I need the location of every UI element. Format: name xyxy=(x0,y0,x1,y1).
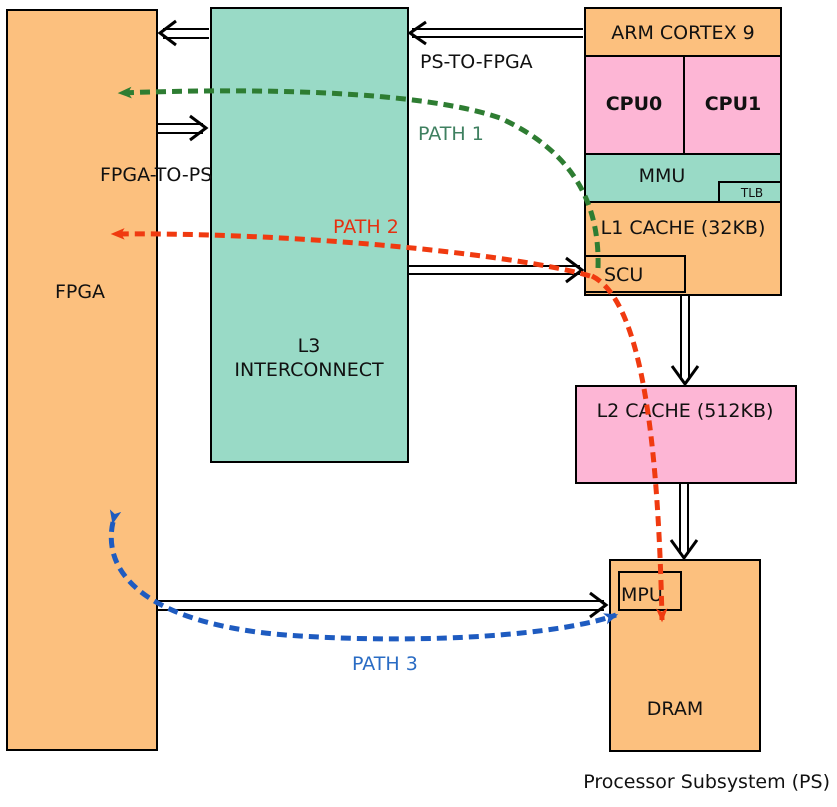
ps-to-fpga-arrow xyxy=(407,20,583,46)
mpu-block xyxy=(618,571,682,611)
l3-label: L3 xyxy=(298,335,321,357)
diagram-caption: Processor Subsystem (PS) xyxy=(583,771,830,793)
interconnect-to-fpga-arrow xyxy=(157,19,209,47)
fpga-to-ps-arrow xyxy=(157,114,209,142)
path3-label: PATH 3 xyxy=(352,653,418,675)
scu-block xyxy=(584,255,686,293)
ps-to-fpga-label: PS-TO-FPGA xyxy=(420,51,533,73)
l1-cache-label: L1 CACHE (32KB) xyxy=(601,217,766,239)
fpga-label: FPGA xyxy=(55,281,105,303)
scu-to-l2-arrow xyxy=(670,295,700,387)
interconnect-label: INTERCONNECT xyxy=(234,359,384,381)
path1-line xyxy=(117,86,601,269)
arm-cortex-label: ARM CORTEX 9 xyxy=(611,22,754,44)
cpu1-block xyxy=(683,55,782,155)
fpga-block xyxy=(6,9,158,751)
path1-label: PATH 1 xyxy=(418,123,484,145)
path2-main-line xyxy=(110,228,591,279)
path3-line xyxy=(108,509,619,642)
fpga-to-ps-label: FPGA-TO-PS xyxy=(100,164,212,186)
scu-label: SCU xyxy=(604,264,643,286)
cpu1-label: CPU1 xyxy=(705,93,762,115)
path2-dram-line xyxy=(590,273,668,623)
cpu0-block xyxy=(584,55,685,155)
l2-cache-block xyxy=(575,385,797,484)
l3-interconnect-block xyxy=(210,7,409,463)
dram-label: DRAM xyxy=(647,698,703,720)
mmu-label: MMU xyxy=(639,165,686,187)
fpga-to-dram-arrow xyxy=(157,591,609,619)
mpu-label: MPU xyxy=(621,584,663,606)
arm-cortex-block xyxy=(584,7,782,57)
cpu0-label: CPU0 xyxy=(606,93,663,115)
path2-label: PATH 2 xyxy=(333,216,399,238)
l2-to-dram-arrow xyxy=(669,483,699,561)
l2-cache-label: L2 CACHE (512KB) xyxy=(597,400,774,422)
tlb-label: TLB xyxy=(740,186,763,200)
